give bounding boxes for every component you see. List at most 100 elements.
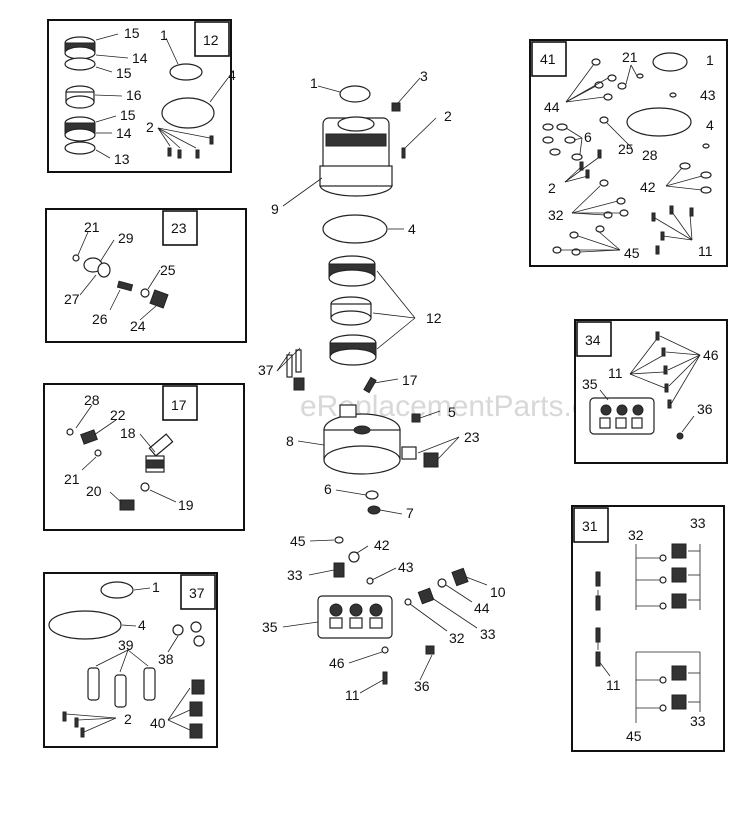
o-ring-small-icon bbox=[169, 63, 203, 81]
kit-37-label-6: 40 bbox=[150, 715, 166, 731]
kit-23-label-2: 29 bbox=[118, 230, 134, 246]
check-valve-icon bbox=[423, 452, 439, 468]
kit-34-label-3: 35 bbox=[582, 376, 598, 392]
main-label-45: 45 bbox=[290, 533, 306, 549]
kit-17-label-1: 28 bbox=[84, 392, 100, 408]
kit-12-label-8: 1 bbox=[160, 27, 168, 43]
kit-23-tag: 23 bbox=[171, 220, 187, 236]
kit-41-label-11: 32 bbox=[548, 207, 564, 223]
main-label-33b: 33 bbox=[480, 626, 496, 642]
main-label-46: 46 bbox=[329, 655, 345, 671]
main-label-44: 44 bbox=[474, 600, 490, 616]
kit-17-label-6: 19 bbox=[178, 497, 194, 513]
kit-41-label-2: 1 bbox=[706, 52, 714, 68]
seal-and-spring-icons bbox=[595, 543, 687, 712]
main-label-36: 36 bbox=[414, 678, 430, 694]
kit-12-label-3: 15 bbox=[116, 65, 132, 81]
kit-31-label-3: 11 bbox=[606, 677, 621, 693]
kit-12-label-10: 2 bbox=[146, 119, 154, 135]
kit-41-label-6: 25 bbox=[618, 141, 634, 157]
kit-17-panel: 17 28 22 18 21 20 19 bbox=[43, 383, 245, 531]
kit-41-label-8: 28 bbox=[642, 147, 658, 163]
kit-37-label-4: 38 bbox=[158, 651, 174, 667]
main-label-43: 43 bbox=[398, 559, 414, 575]
kit-23-label-4: 27 bbox=[64, 291, 80, 307]
kit-37-label-2: 4 bbox=[138, 617, 146, 633]
bearing-stack-icon bbox=[64, 36, 96, 155]
kit-12-label-7: 13 bbox=[114, 151, 130, 167]
kit-12-panel: 12 bbox=[47, 19, 236, 173]
kit-37-label-3: 39 bbox=[118, 637, 134, 653]
main-label-10: 10 bbox=[490, 584, 506, 600]
kit-31-label-1: 32 bbox=[628, 527, 644, 543]
plunger-icons bbox=[286, 349, 305, 391]
bearing-stack-icon bbox=[328, 255, 377, 366]
kit-37-tag: 37 bbox=[189, 585, 205, 601]
kit-23-label-1: 21 bbox=[84, 219, 100, 235]
o-ring-top-icon bbox=[339, 85, 371, 103]
kit-41-label-12: 11 bbox=[698, 243, 713, 259]
valve-plate-icon bbox=[589, 397, 655, 435]
kit-12-label-4: 16 bbox=[126, 87, 142, 103]
kit-37-label-1: 1 bbox=[152, 579, 160, 595]
manifold-icon bbox=[323, 404, 401, 475]
main-label-1: 1 bbox=[310, 75, 318, 91]
o-ring-icon bbox=[365, 490, 379, 500]
kit-41-label-10: 42 bbox=[640, 179, 656, 195]
kit-37-panel: 37 1 4 39 38 2 bbox=[43, 572, 218, 748]
main-label-32: 32 bbox=[449, 630, 465, 646]
kit-41-label-3: 44 bbox=[544, 99, 560, 115]
kit-34-panel: 34 bbox=[574, 319, 728, 464]
valve-plate-icon bbox=[317, 595, 393, 639]
kit-23-label-3: 25 bbox=[160, 262, 176, 278]
check-valve-icon bbox=[401, 446, 417, 460]
kit-23-label-5: 26 bbox=[92, 311, 108, 327]
kit-41-label-1: 21 bbox=[622, 49, 638, 65]
kit-41-panel: 41 bbox=[529, 39, 728, 267]
main-label-11: 11 bbox=[345, 687, 360, 703]
housing-icon bbox=[319, 116, 393, 197]
screw-icons bbox=[167, 135, 214, 159]
kit-41-label-4: 43 bbox=[700, 87, 716, 103]
main-label-9: 9 bbox=[271, 201, 279, 217]
main-label-17: 17 bbox=[402, 372, 418, 388]
main-label-4: 4 bbox=[408, 221, 416, 237]
main-label-33: 33 bbox=[287, 567, 303, 583]
kit-12-label-6: 14 bbox=[116, 125, 132, 141]
main-assembly: 1 3 2 9 4 12 37 17 5 8 23 6 7 45 42 33 4… bbox=[258, 68, 506, 703]
main-label-5: 5 bbox=[448, 404, 456, 420]
kit-41-label-9: 2 bbox=[548, 180, 556, 196]
kit-12-tag: 12 bbox=[203, 32, 219, 48]
main-label-8: 8 bbox=[286, 433, 294, 449]
o-ring-large-icon bbox=[322, 214, 388, 244]
kit-17-label-3: 18 bbox=[120, 425, 136, 441]
kit-34-label-2: 46 bbox=[703, 347, 719, 363]
kit-12-label-1: 15 bbox=[124, 25, 140, 41]
kit-23-panel: 23 21 29 25 27 26 24 bbox=[45, 208, 247, 343]
main-label-23: 23 bbox=[464, 429, 480, 445]
main-label-35: 35 bbox=[262, 619, 278, 635]
main-label-6: 6 bbox=[324, 481, 332, 497]
small-seal-icons bbox=[542, 58, 712, 256]
washer-icon bbox=[367, 505, 381, 515]
kit-17-label-5: 20 bbox=[86, 483, 102, 499]
kit-31-label-5: 33 bbox=[690, 713, 706, 729]
fitting-icon bbox=[363, 376, 377, 394]
kit-31-label-4: 45 bbox=[626, 728, 642, 744]
kit-31-tag: 31 bbox=[582, 518, 598, 534]
o-ring-large-icon bbox=[161, 97, 215, 129]
kit-17-label-2: 22 bbox=[110, 407, 126, 423]
kit-12-label-5: 15 bbox=[120, 107, 136, 123]
kit-17-label-4: 21 bbox=[64, 471, 80, 487]
screw-icon bbox=[401, 147, 406, 159]
kit-31-label-2: 33 bbox=[690, 515, 706, 531]
main-label-12: 12 bbox=[426, 310, 442, 326]
kit-12-label-2: 14 bbox=[132, 50, 148, 66]
kit-23-label-6: 24 bbox=[130, 318, 146, 334]
kit-31-panel: 31 bbox=[571, 505, 725, 752]
kit-17-tag: 17 bbox=[171, 397, 187, 413]
kit-34-tag: 34 bbox=[585, 332, 601, 348]
plug-icon bbox=[391, 102, 401, 112]
plug-icon bbox=[411, 413, 421, 423]
main-label-7: 7 bbox=[406, 505, 414, 521]
